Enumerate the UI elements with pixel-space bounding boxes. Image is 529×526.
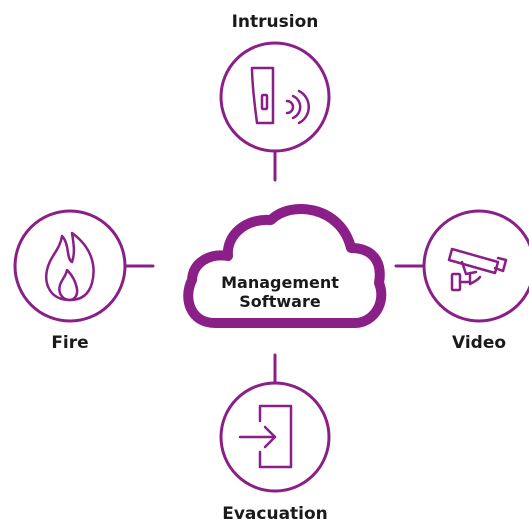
- video-label: Video: [451, 333, 507, 353]
- center-label-line2: Software: [239, 292, 321, 311]
- video-circle: [422, 209, 529, 323]
- intrusion-sensor-icon: [250, 66, 310, 125]
- security-camera-icon: [447, 247, 508, 292]
- intrusion-node: [219, 41, 331, 153]
- center-label-line1: Management: [221, 273, 339, 292]
- evacuation-circle: [219, 381, 331, 493]
- flame-icon: [45, 231, 95, 302]
- evacuation-node: [219, 381, 331, 493]
- fire-node: [13, 209, 127, 323]
- exit-door-icon: [238, 404, 293, 469]
- management-cloud: [183, 204, 387, 328]
- fire-circle: [13, 209, 127, 323]
- fire-label: Fire: [51, 333, 89, 353]
- evacuation-label: Evacuation: [222, 504, 328, 524]
- video-node: [422, 209, 529, 323]
- center-label: Management Software: [221, 273, 339, 311]
- intrusion-label: Intrusion: [231, 12, 319, 32]
- intrusion-circle: [219, 41, 331, 153]
